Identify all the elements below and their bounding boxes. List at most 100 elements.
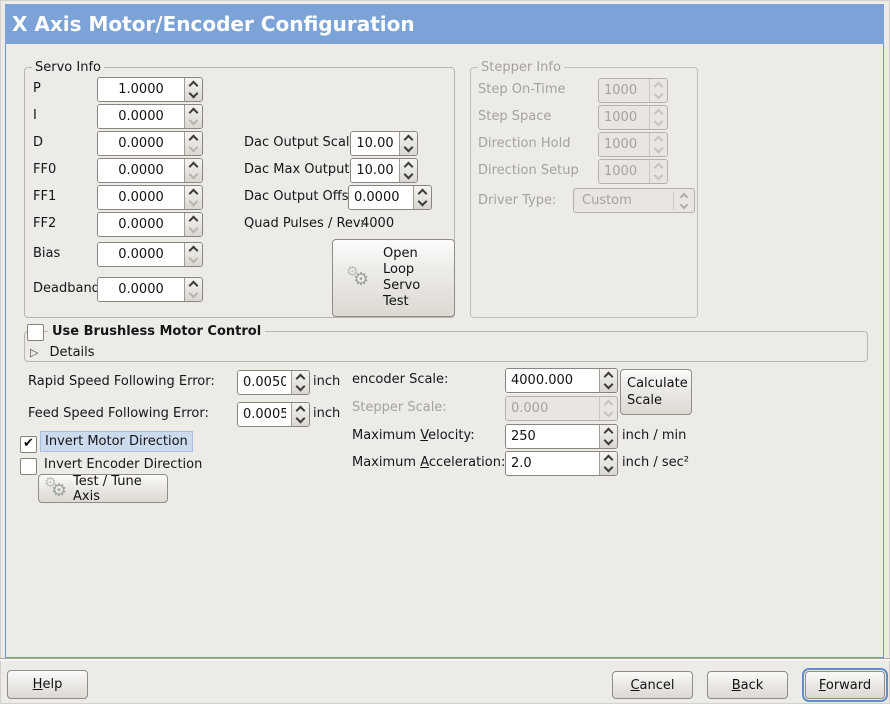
- action-area-separator: [0, 658, 890, 661]
- max-velocity-input[interactable]: [506, 425, 599, 448]
- spin-down-icon[interactable]: [414, 196, 431, 210]
- step-space-label: Step Space: [478, 109, 552, 124]
- p-spinbox: [97, 77, 203, 102]
- servo-label-ff1: FF1: [33, 189, 57, 204]
- encoder-scale-spin-buttons[interactable]: [599, 369, 617, 392]
- i-spin-buttons[interactable]: [184, 105, 202, 128]
- ff2-spin-buttons[interactable]: [184, 213, 202, 236]
- invert-encoder-checkbox[interactable]: [20, 458, 37, 475]
- spin-down-icon[interactable]: [185, 288, 202, 302]
- max-velocity-label: Maximum Velocity:: [352, 428, 475, 443]
- servo-label-ff0: FF0: [33, 162, 57, 177]
- invert-motor-checkbox[interactable]: ✔: [20, 436, 37, 453]
- step-on-time-label: Step On-Time: [478, 82, 566, 97]
- direction-setup-label: Direction Setup: [478, 163, 579, 178]
- spin-down-icon[interactable]: [400, 169, 417, 183]
- spin-down-icon[interactable]: [600, 379, 617, 393]
- spin-down-icon[interactable]: [185, 115, 202, 129]
- bias-spin-buttons[interactable]: [184, 243, 202, 266]
- stepper-scale-spinbox: [505, 396, 618, 421]
- dac-max-output-label: Dac Max Output:: [244, 162, 354, 177]
- rapid-following-error-spinbox: [237, 370, 310, 395]
- servo-label-ff2: FF2: [33, 216, 57, 231]
- max-acceleration-spin-buttons[interactable]: [599, 452, 617, 475]
- stepper-info-legend: Stepper Info: [478, 59, 564, 76]
- spin-down-icon[interactable]: [600, 435, 617, 449]
- spin-down-icon[interactable]: [185, 142, 202, 156]
- spin-down-icon[interactable]: [292, 381, 309, 395]
- p-input[interactable]: [98, 78, 184, 101]
- rapid-spin-buttons[interactable]: [291, 371, 309, 394]
- max-velocity-spin-buttons[interactable]: [599, 425, 617, 448]
- i-input[interactable]: [98, 105, 184, 128]
- cancel-button[interactable]: Cancel: [612, 671, 693, 699]
- spin-down-icon[interactable]: [185, 253, 202, 267]
- dac-max-output-input[interactable]: [351, 159, 399, 182]
- step-on-time-spin-buttons: [649, 79, 667, 102]
- spin-down-icon[interactable]: [185, 88, 202, 102]
- direction-hold-spin-buttons: [649, 133, 667, 156]
- dac-output-offset-spinbox: [348, 185, 432, 210]
- calculate-scale-button[interactable]: Calculate Scale: [620, 369, 692, 415]
- rapid-following-error-unit: inch: [313, 374, 341, 389]
- feed-following-error-input[interactable]: [238, 403, 291, 426]
- open-loop-line: Servo: [383, 278, 421, 293]
- dac-output-scale-input[interactable]: [351, 132, 399, 155]
- dac-scale-spin-buttons[interactable]: [399, 132, 417, 155]
- spin-down-icon[interactable]: [292, 413, 309, 427]
- ff1-input[interactable]: [98, 186, 184, 209]
- ff1-spin-buttons[interactable]: [184, 186, 202, 209]
- d-spin-buttons[interactable]: [184, 132, 202, 155]
- max-acceleration-input[interactable]: [506, 452, 599, 475]
- encoder-scale-spinbox: [505, 368, 618, 393]
- max-velocity-unit: inch / min: [622, 428, 687, 443]
- ff0-spin-buttons[interactable]: [184, 159, 202, 182]
- dac-offset-spin-buttons[interactable]: [413, 186, 431, 209]
- spin-down-icon[interactable]: [185, 169, 202, 183]
- dac-output-scale-label: Dac Output Scale:: [244, 135, 362, 150]
- details-expander[interactable]: ▷ Details: [30, 343, 95, 361]
- servo-label-p: P: [33, 81, 41, 96]
- spin-down-icon[interactable]: [185, 196, 202, 210]
- deadband-spin-buttons[interactable]: [184, 278, 202, 301]
- bias-spinbox: [97, 242, 203, 267]
- dac-max-spin-buttons[interactable]: [399, 159, 417, 182]
- spin-down-icon[interactable]: [185, 223, 202, 237]
- quad-pulses-value: 4000: [361, 216, 395, 231]
- servo-info-frame: Servo Info: [24, 59, 455, 318]
- encoder-scale-input[interactable]: [506, 369, 599, 392]
- spin-down-icon[interactable]: [600, 462, 617, 476]
- check-icon: ✔: [23, 436, 34, 451]
- spin-down-icon: [650, 116, 667, 130]
- test-tune-axis-label: Test / Tune Axis: [73, 473, 142, 504]
- brushless-frame: [24, 331, 868, 362]
- help-button[interactable]: Help: [7, 670, 88, 699]
- d-input[interactable]: [98, 132, 184, 155]
- back-button[interactable]: Back: [707, 671, 788, 699]
- open-loop-line: Test: [383, 294, 409, 309]
- page-title: X Axis Motor/Encoder Configuration: [12, 12, 415, 36]
- max-velocity-spinbox: [505, 424, 618, 449]
- title-bar: X Axis Motor/Encoder Configuration: [5, 4, 884, 44]
- rapid-following-error-input[interactable]: [238, 371, 291, 394]
- gears-icon: ⚙⚙: [346, 264, 370, 290]
- feed-spin-buttons[interactable]: [291, 403, 309, 426]
- p-spin-buttons[interactable]: [184, 78, 202, 101]
- forward-button[interactable]: Forward: [802, 668, 888, 702]
- ff0-input[interactable]: [98, 159, 184, 182]
- invert-motor-label[interactable]: Invert Motor Direction: [40, 431, 193, 452]
- deadband-input[interactable]: [98, 278, 184, 301]
- bias-input[interactable]: [98, 243, 184, 266]
- direction-hold-label: Direction Hold: [478, 136, 571, 151]
- quad-pulses-label: Quad Pulses / Rev:: [244, 216, 365, 231]
- ff2-input[interactable]: [98, 213, 184, 236]
- use-brushless-checkbox[interactable]: [27, 324, 44, 341]
- spin-down-icon: [650, 143, 667, 157]
- spin-down-icon[interactable]: [400, 142, 417, 156]
- dac-output-offset-input[interactable]: [349, 186, 413, 209]
- invert-encoder-label[interactable]: Invert Encoder Direction: [44, 457, 203, 472]
- spin-down-icon: [650, 170, 667, 184]
- test-tune-axis-button[interactable]: ⚙⚙ Test / Tune Axis: [38, 473, 168, 504]
- step-on-time-spinbox: [598, 78, 668, 103]
